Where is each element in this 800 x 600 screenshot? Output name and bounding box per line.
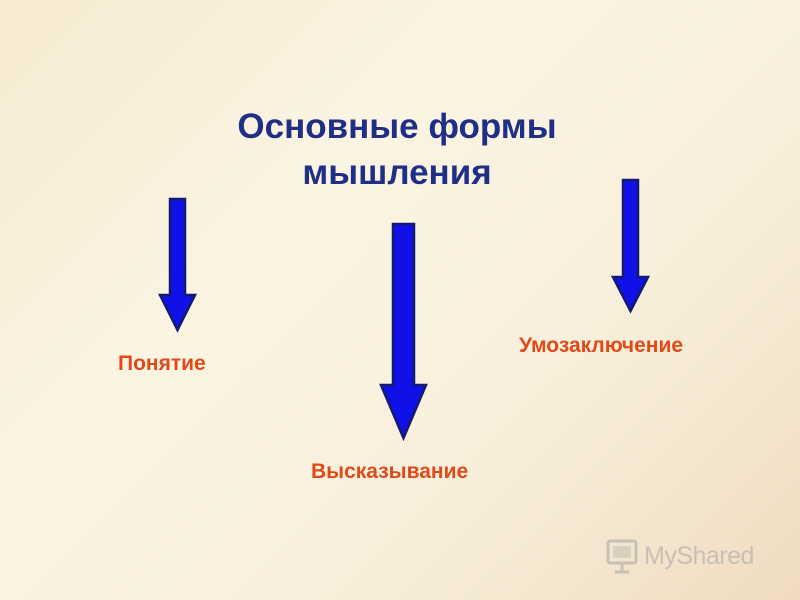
branch-label-inference: Умозаключение [519,334,684,357]
watermark-text: MyShared [644,541,754,570]
slide-title-line-1: Основные формы [237,107,557,146]
slide-title: Основные формы мышления [200,104,594,196]
branch-label-concept: Понятие [118,352,206,375]
down-arrow-icon [158,197,198,333]
down-arrow-icon [379,222,428,442]
presentation-board-icon [606,539,638,574]
watermark: MyShared [606,536,768,576]
slide-title-line-2: мышления [302,153,492,192]
down-arrow-icon [611,178,651,314]
branch-label-statement: Высказывание [311,460,469,483]
